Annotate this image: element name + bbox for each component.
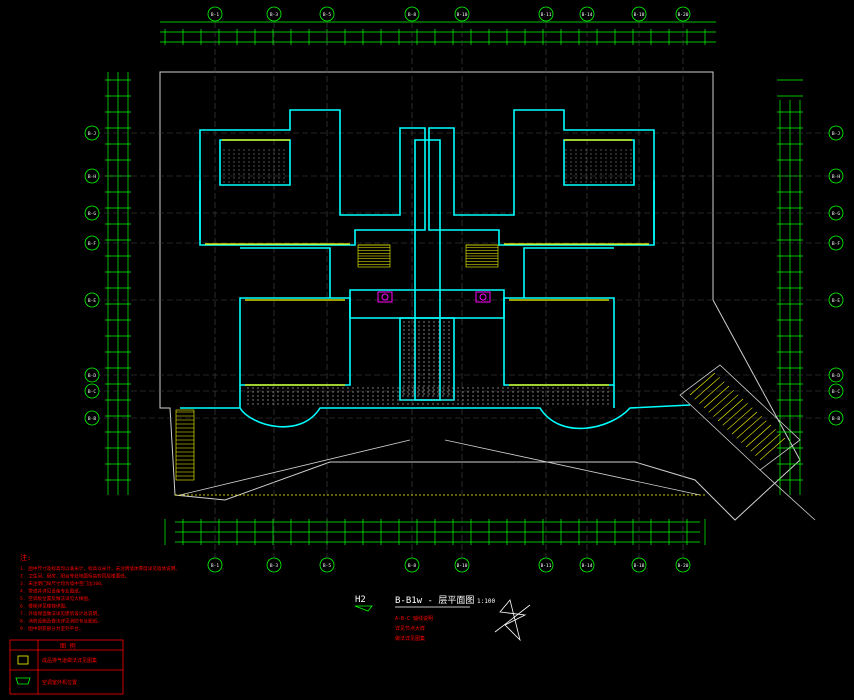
svg-text:B-B: B-B [832,416,840,422]
legend-row-2: 空调室外机位置 [42,679,77,686]
svg-text:B-5: B-5 [323,12,331,18]
svg-text:B-G: B-G [832,211,840,217]
svg-text:B-10: B-10 [457,563,468,569]
note-line: 6. 楼梯详见楼梯详图。 [20,603,70,610]
svg-text:B-E: B-E [88,298,96,304]
svg-text:B-20: B-20 [678,12,689,18]
svg-text:B-E: B-E [832,298,840,304]
svg-text:B-8: B-8 [408,12,416,18]
svg-text:B-14: B-14 [582,12,593,18]
terrace-hatch [223,149,632,405]
svg-text:B-3: B-3 [270,563,278,569]
svg-text:B-J: B-J [88,131,96,137]
dimension-lines [105,21,803,545]
svg-text:B-8: B-8 [408,563,416,569]
svg-text:B-C: B-C [88,389,96,395]
svg-text:B-10: B-10 [457,12,468,18]
svg-text:B-D: B-D [88,373,96,379]
stairs [357,244,786,461]
stamp-line-1: A-B-C 轴线说明 [395,615,433,622]
legend-row-1: 成品排气道做法详见图集 [42,657,97,664]
svg-text:B-F: B-F [832,241,840,247]
note-line: 1. 图中尺寸及标高均以毫米计，标高以米计，未注明墙体厚度详见墙体说明。 [20,565,180,572]
legend-header: 图 例 [60,642,76,650]
drawing-title: B-B1w - 层平面图 [395,595,474,606]
svg-text:B-11: B-11 [541,563,552,569]
svg-text:B-3: B-3 [270,12,278,18]
drawing-scale: 1:100 [477,598,495,605]
notes-header: 注: [20,553,31,562]
note-line: 3. 未注明门垛尺寸均为墙中至门边100。 [20,580,106,587]
note-line: 4. 管道井详见设备专业图纸。 [20,588,83,595]
note-line: 9. 图中阴影部分为室外平台。 [20,625,83,632]
stamp-line-2: 详见节点大样 [395,625,425,632]
svg-text:B-H: B-H [832,174,840,180]
svg-text:B-1: B-1 [211,563,219,569]
svg-text:B-5: B-5 [323,563,331,569]
stamp-line-3: 做法详见图集 [395,635,425,642]
svg-text:B-H: B-H [88,174,96,180]
svg-text:B-1: B-1 [211,12,219,18]
sanitary-fixtures [377,291,491,303]
svg-text:B-G: B-G [88,211,96,217]
svg-text:B-14: B-14 [582,563,593,569]
level-mark: H2 [355,595,366,605]
svg-text:B-11: B-11 [541,12,552,18]
yellow-highlights [205,139,649,386]
building-walls [180,109,691,430]
note-line: 2. 卫生间、厨房、阳台等处地面标高较同层楼面低。 [20,573,129,580]
note-line: 5. 空调板位置及做法详见大样图。 [20,595,93,602]
note-line: 8. 消防设施及做法详见消防专业图纸。 [20,618,102,625]
legend-vent-icon [17,655,29,665]
svg-text:B-D: B-D [832,373,840,379]
exterior-stair-left [175,409,195,481]
diagonal-wing [179,364,816,521]
svg-text:B-20: B-20 [678,563,689,569]
legend-table: 图 例 成品排气道做法详见图集 空调室外机位置 [9,639,124,695]
svg-text:B-18: B-18 [634,12,645,18]
svg-text:B-J: B-J [832,131,840,137]
north-arrow-icon [494,599,531,642]
axis-grid [95,22,835,560]
legend-ac-icon [15,677,31,685]
note-line: 7. 外墙保温做法详见建筑设计总说明。 [20,610,102,617]
svg-text:B-F: B-F [88,241,96,247]
svg-text:B-B: B-B [88,416,96,422]
level-triangle-icon [354,605,373,612]
site-outline [159,71,801,521]
notes-block: 注: 1. 图中尺寸及标高均以毫米计，标高以米计，未注明墙体厚度详见墙体说明。2… [20,553,180,632]
svg-text:B-18: B-18 [634,563,645,569]
svg-text:B-C: B-C [832,389,840,395]
title-block: H2 B-B1w - 层平面图 1:100 A-B-C 轴线说明 详见节点大样 … [354,595,495,642]
